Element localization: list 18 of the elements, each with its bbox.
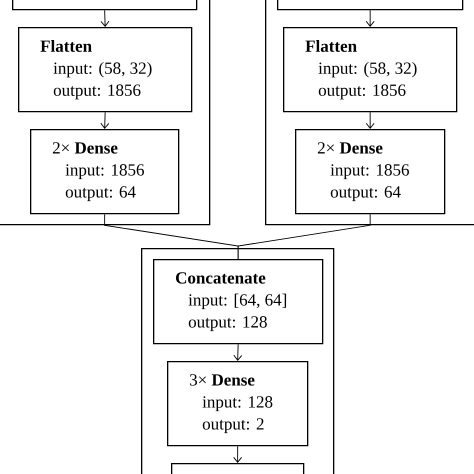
- arrow: [233, 446, 242, 463]
- arrow: [100, 10, 110, 27]
- layer-box: Flatten input: (58, 32) output: 1856: [18, 27, 192, 112]
- layer-box: 2× Dense input: 1856 output: 64: [295, 129, 446, 214]
- layer-box: 3× Dense input: 128 output: 2: [167, 361, 308, 446]
- container-frame: [141, 248, 334, 474]
- arrow: [366, 10, 375, 27]
- layer-box: 2× Dense input: 1856 output: 64: [30, 129, 180, 214]
- layer-box: [12, 0, 198, 10]
- arrow: [366, 112, 375, 129]
- layer-box: [171, 463, 304, 474]
- layer-box: [277, 0, 464, 10]
- container-frame: [0, 0, 210, 226]
- arrow: [233, 344, 242, 361]
- container-frame: [265, 0, 474, 226]
- arrow: [100, 112, 110, 129]
- layer-box: Flatten input: (58, 32) output: 1856: [283, 27, 458, 112]
- layer-box: Concatenate input: [64, 64] output: 128: [153, 259, 324, 344]
